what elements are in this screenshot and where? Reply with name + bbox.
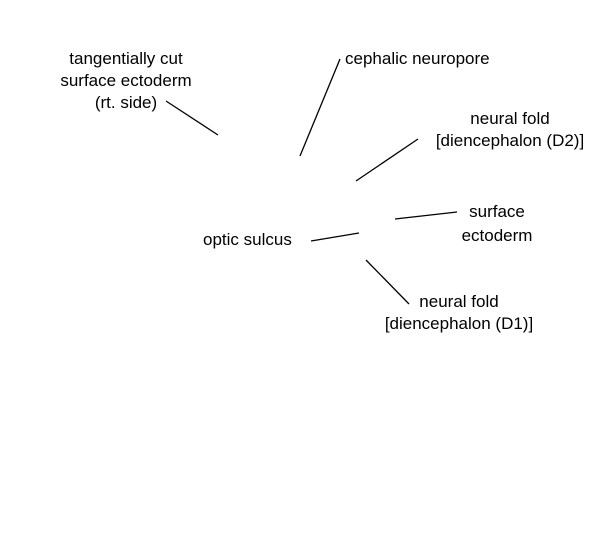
- leader-line-cephalic-neuropore: [299, 58, 341, 157]
- leader-line-surface-ectoderm: [394, 211, 458, 220]
- label-line: [diencephalon (D1)]: [384, 314, 534, 333]
- label-line: ectoderm: [461, 226, 533, 245]
- label-line: neural fold: [419, 292, 499, 311]
- label-tangential-surface-ectoderm: tangentially cut surface ectoderm (rt. s…: [40, 48, 212, 114]
- label-line: surface: [469, 202, 525, 221]
- label-line: [diencephalon (D2)]: [435, 131, 585, 150]
- label-neural-fold-diencephalon-d2: neural fold [diencephalon (D2)]: [418, 108, 600, 152]
- label-line: (rt. side): [94, 93, 158, 112]
- leader-line-neural-fold-d1: [365, 259, 410, 305]
- label-neural-fold-diencephalon-d1: neural fold [diencephalon (D1)]: [366, 291, 552, 335]
- leader-line-neural-fold-d2: [355, 138, 419, 182]
- label-line: cephalic neuropore: [345, 49, 490, 68]
- label-optic-sulcus: optic sulcus: [203, 229, 292, 251]
- leader-line-tangential-ectoderm: [165, 100, 219, 136]
- label-cephalic-neuropore: cephalic neuropore: [345, 48, 490, 70]
- label-line: surface ectoderm: [60, 71, 192, 90]
- label-line: neural fold: [470, 109, 550, 128]
- leader-line-optic-sulcus: [310, 232, 360, 242]
- label-line: optic sulcus: [203, 230, 292, 249]
- label-line: tangentially cut: [69, 49, 183, 68]
- label-surface-ectoderm: surface ectoderm: [452, 201, 542, 247]
